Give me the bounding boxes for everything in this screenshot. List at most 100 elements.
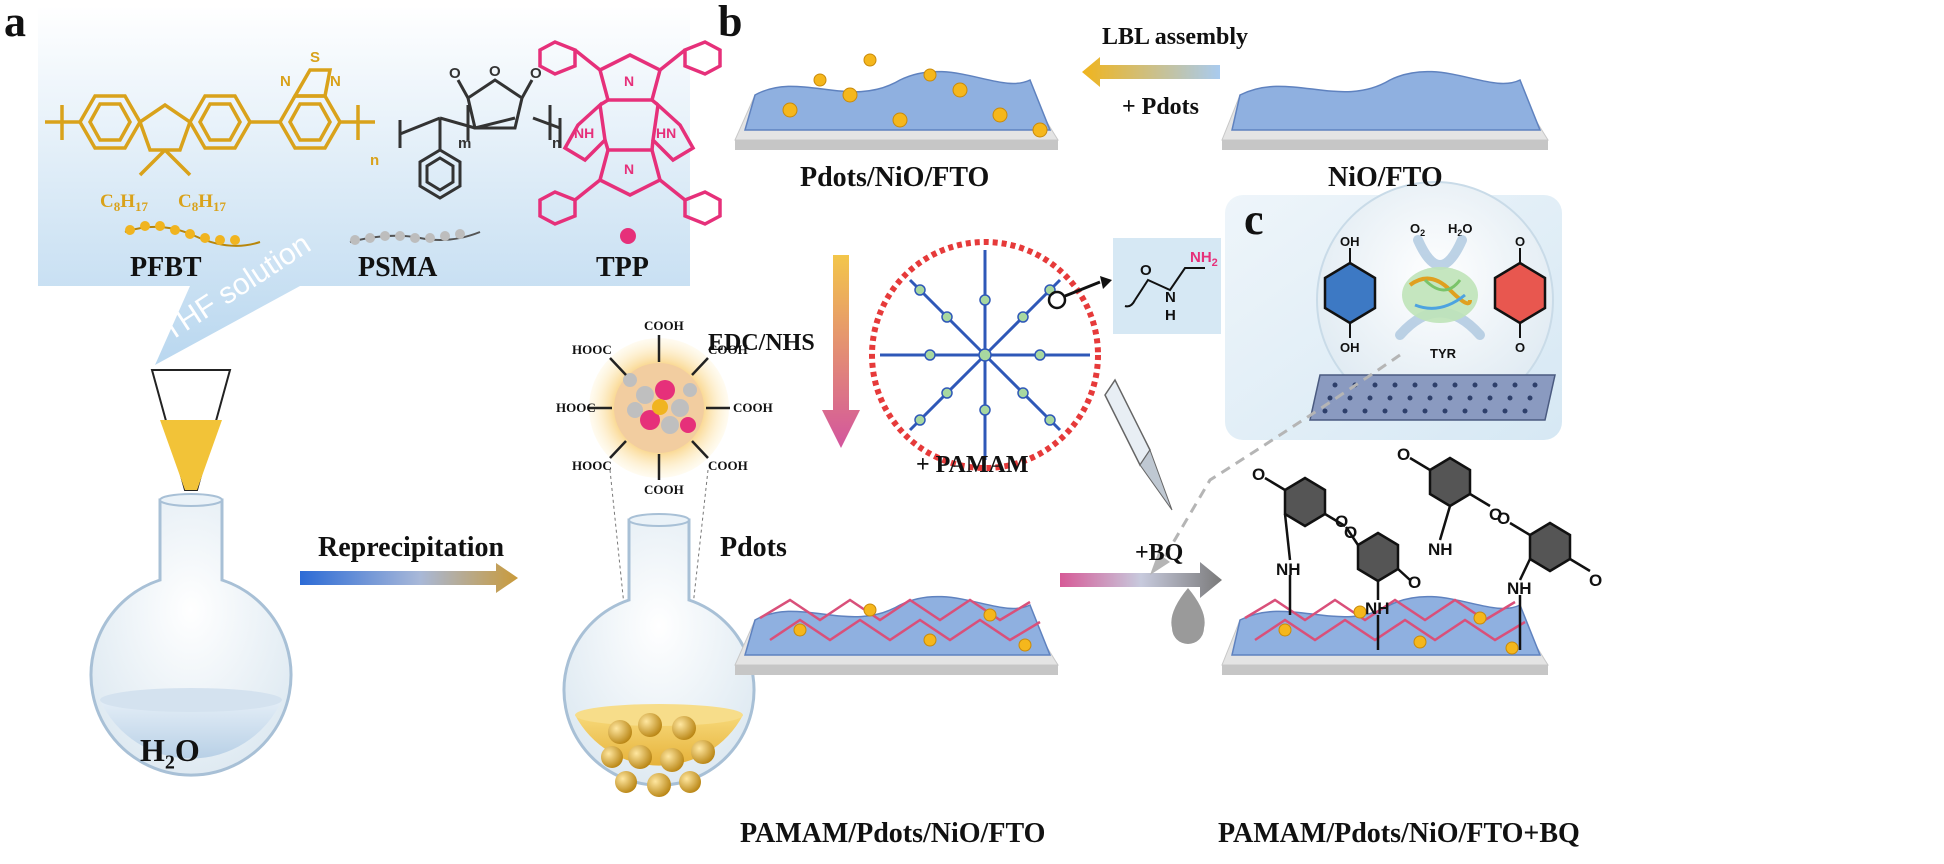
quinone-3-nh: NH xyxy=(1365,599,1390,618)
svg-text:H2O: H2O xyxy=(1448,221,1473,238)
panel-c-to-pipette-arrow xyxy=(1158,353,1401,566)
panel-c: OH OH O O O2 H2O TYR xyxy=(1150,181,1562,575)
carboxyl-top-left: HOOC xyxy=(572,342,612,357)
panel-a: S N N n C8H17 C8H17 O O xyxy=(38,6,773,797)
bq-arrow[interactable] xyxy=(1060,562,1222,598)
tpp-atoms: N NH HN N xyxy=(574,73,676,177)
label-plus-bq: +BQ xyxy=(1135,540,1184,566)
tpp-structure xyxy=(538,40,722,226)
psma-atoms: O O O m n xyxy=(449,63,561,152)
panel-c-arrowhead xyxy=(1150,553,1170,575)
amine-terminal-inset: O N H NH2 xyxy=(1113,238,1221,334)
label-lbl-assembly: LBL assembly xyxy=(1102,24,1249,50)
bq-droplet xyxy=(1171,588,1205,644)
psma-oxygen-1: O xyxy=(449,65,461,82)
psma-repeat-n: n xyxy=(552,135,561,152)
carboxyl-bottom-left: HOOC xyxy=(572,458,612,473)
amide-oxygen: O xyxy=(1140,262,1152,279)
label-pdots-nio-fto: Pdots/NiO/FTO xyxy=(800,162,990,193)
benzoquinone xyxy=(1493,248,1547,338)
psma-chain-icon xyxy=(349,229,481,245)
hydroquinone-oh-top: OH xyxy=(1340,234,1360,249)
quinone-4-nh: NH xyxy=(1507,579,1532,598)
pamam-dendrimer xyxy=(869,239,1112,471)
carboxyl-top: COOH xyxy=(644,318,684,333)
amine-nh-sub: 2 xyxy=(1212,257,1218,269)
microplate-wells xyxy=(1322,382,1538,414)
psma-repeat-m: m xyxy=(458,135,471,152)
carboxyl-bottom-right: COOH xyxy=(708,458,748,473)
substituent-1-h-sub: 17 xyxy=(135,199,149,214)
pfbt-nitrogen-2: N xyxy=(330,73,341,90)
pipette-icon xyxy=(1104,378,1173,511)
pdots-flask xyxy=(562,469,756,797)
label-nio-fto: NiO/FTO xyxy=(1328,162,1443,193)
substrate-pdots-nio-fto xyxy=(734,53,1059,150)
quinone-4-o-bottom: O xyxy=(1589,571,1602,590)
panel-label-c: c xyxy=(1244,195,1264,244)
pfbt-atoms: S N N n xyxy=(280,49,379,169)
svg-text:NH2: NH2 xyxy=(1190,249,1218,269)
quinone-1-nh: NH xyxy=(1276,560,1301,579)
label-psma: PSMA xyxy=(358,252,438,283)
water-flask xyxy=(89,493,293,777)
tpp-nitrogen-top: N xyxy=(624,73,634,89)
psma-structure xyxy=(398,78,562,200)
substrate-nio-fto xyxy=(1221,70,1549,150)
substituent-1-c-sub: 8 xyxy=(114,199,121,214)
pipette-tip xyxy=(150,369,232,491)
pfbt-chain-icon xyxy=(124,221,261,247)
benzoquinone-o-top: O xyxy=(1515,234,1525,249)
edc-nhs-arrow[interactable] xyxy=(822,255,860,448)
quinone-adducts: O O NH O O NH O O NH O O NH xyxy=(1252,445,1602,650)
label-pfbt: PFBT xyxy=(130,252,202,283)
lbl-assembly-arrow[interactable] xyxy=(1082,57,1220,87)
quinone-2-nh: NH xyxy=(1428,540,1453,559)
amine-nh: NH xyxy=(1190,249,1212,266)
tpp-nh: NH xyxy=(574,125,594,141)
tpp-dot-icon xyxy=(620,228,636,244)
pfbt-substituents: C8H17 C8H17 xyxy=(100,191,227,214)
pamam-zoom-marker[interactable] xyxy=(1047,290,1067,310)
pfbt-sulfur: S xyxy=(310,49,320,66)
substituent-1-c: C xyxy=(100,191,114,212)
pfbt-repeat-n: n xyxy=(370,152,379,169)
label-plus-pdots: + Pdots xyxy=(1122,94,1200,120)
substituent-2-h-sub: 17 xyxy=(213,199,227,214)
amide-nitrogen: N xyxy=(1165,289,1176,306)
quinone-2-o-bottom: O xyxy=(1489,505,1502,524)
label-plus-pamam: + PAMAM xyxy=(916,452,1029,478)
psma-oxygen-ring: O xyxy=(489,63,501,80)
label-water: H2O xyxy=(140,732,200,774)
label-pamam-pdots-nio-fto-bq: PAMAM/Pdots/NiO/FTO+BQ xyxy=(1218,818,1580,849)
tyrosinase-enzyme xyxy=(1402,267,1478,323)
panel-label-a: a xyxy=(4,0,26,46)
carboxyl-top-right: COOH xyxy=(708,342,748,357)
substrate-pamam-pdots xyxy=(734,595,1059,675)
label-tpp: TPP xyxy=(596,252,649,283)
carboxyl-right: COOH xyxy=(733,400,773,415)
label-edc-nhs: EDC/NHS xyxy=(708,330,815,356)
carboxyl-left: HOOC xyxy=(556,400,596,415)
label-pamam-pdots-nio-fto: PAMAM/Pdots/NiO/FTO xyxy=(740,818,1046,849)
amide-hydrogen: H xyxy=(1165,307,1176,324)
quinone-3-o-bottom: O xyxy=(1408,573,1421,592)
panel-label-b: b xyxy=(718,0,743,46)
panel-b: O N H NH2 xyxy=(734,53,1602,675)
water-tail: O xyxy=(1462,221,1472,236)
water-sub: 2 xyxy=(1457,228,1462,238)
enzyme-label: TYR xyxy=(1430,346,1457,361)
tpp-hn: HN xyxy=(656,125,676,141)
quinone-4-o-top: O xyxy=(1497,509,1510,528)
thf-solution-banner xyxy=(38,6,690,365)
label-reprecipitation: Reprecipitation xyxy=(318,532,505,563)
oxygen-label: O xyxy=(1410,221,1420,236)
hydroquinone xyxy=(1323,248,1377,338)
reprecipitation-arrow[interactable] xyxy=(300,563,518,593)
quinone-1-o-bottom: O xyxy=(1344,523,1357,542)
pfbt-nitrogen-1: N xyxy=(280,73,291,90)
quinone-1-o-top: O xyxy=(1252,465,1265,484)
svg-text:O2: O2 xyxy=(1410,221,1425,238)
water-label: H xyxy=(1448,221,1457,236)
